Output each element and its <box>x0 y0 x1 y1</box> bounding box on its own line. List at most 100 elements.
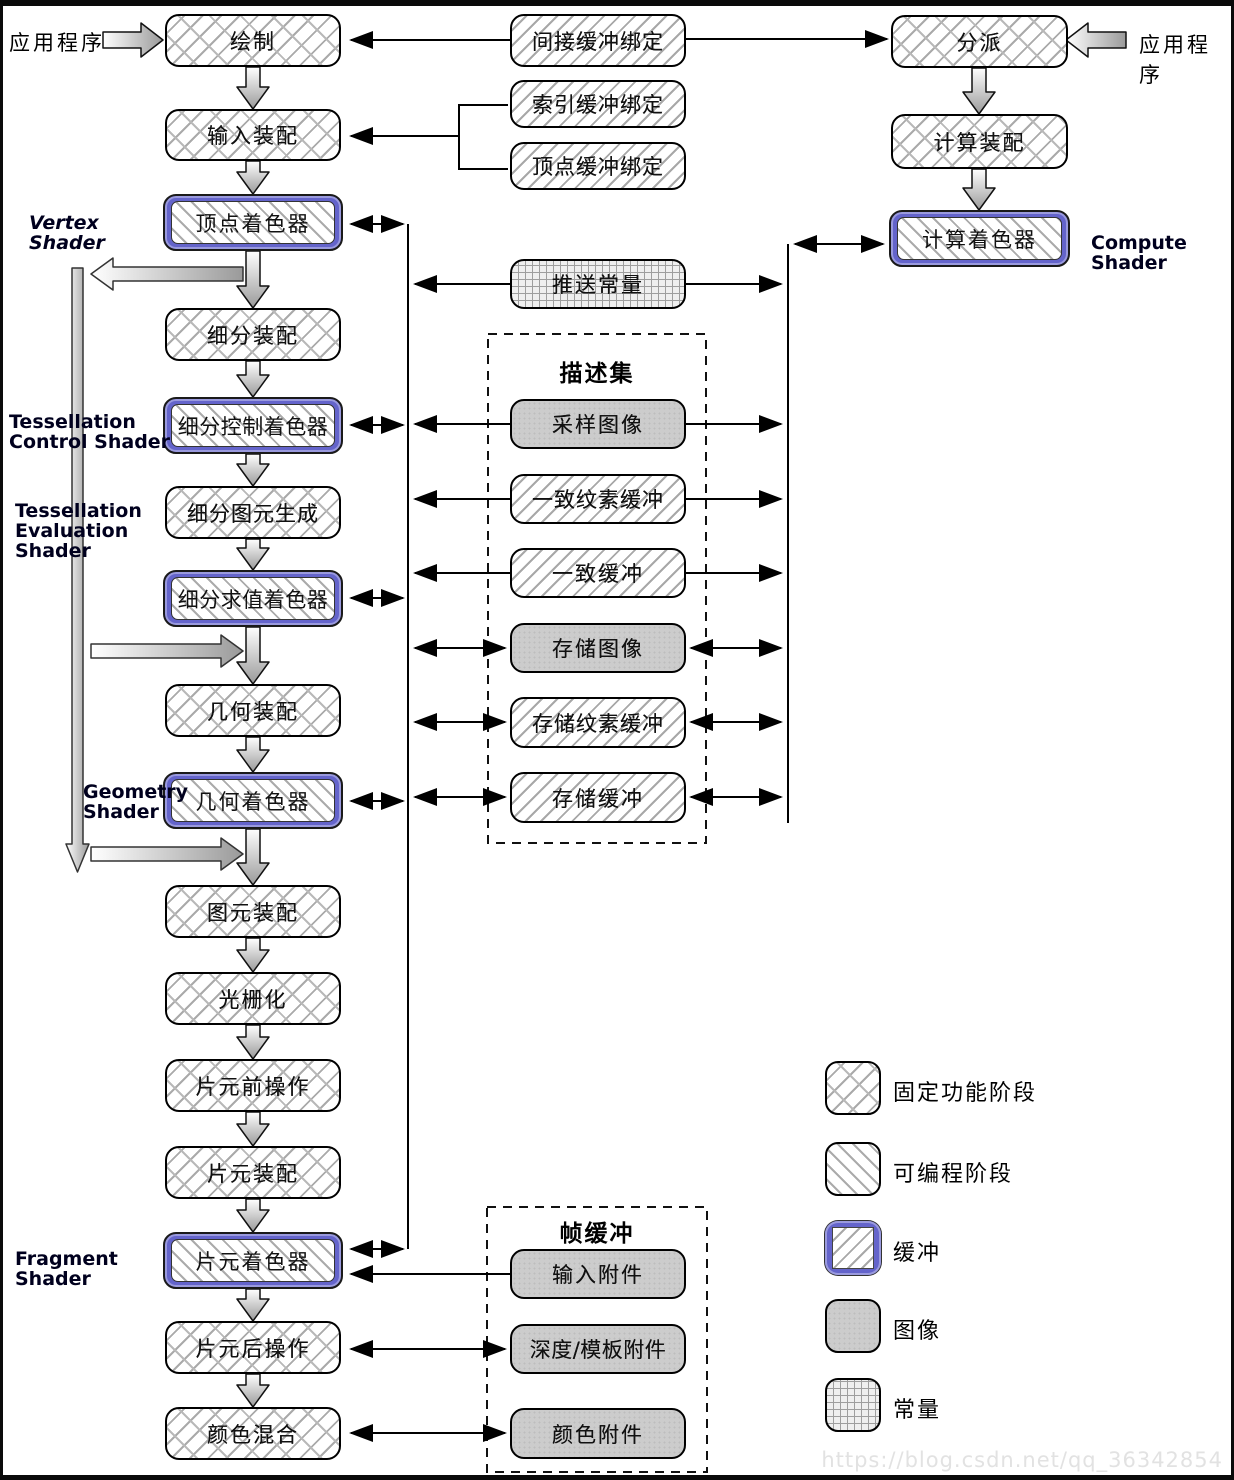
application-label-right: 应用程序 <box>1139 33 1211 87</box>
stage-fragment-assembly: 片元装配 <box>165 1146 341 1199</box>
legend-swatch-buffer <box>825 1221 881 1275</box>
input-attachment-box: 输入附件 <box>510 1249 686 1299</box>
stage-compute-shader-fill: 计算着色器 <box>897 217 1062 260</box>
stage-tessellation-control-fill: 细分控制着色器 <box>171 404 335 447</box>
legend-swatch-programmable <box>825 1142 881 1196</box>
stage-tessellation-assembly: 细分装配 <box>165 308 341 361</box>
stage-geometry-shader-label: 几何着色器 <box>195 789 311 814</box>
vertex-buffer-binding-label: 顶点缓冲绑定 <box>532 155 664 179</box>
stage-vertex-shader: 顶点着色器 <box>163 194 343 251</box>
flow-geomasm-geom <box>236 736 270 773</box>
stage-tessellation-control-label: 细分控制着色器 <box>177 414 329 439</box>
stage-fragment-shader-label: 片元着色器 <box>195 1249 311 1274</box>
push-constants-box: 推送常量 <box>510 259 686 309</box>
flow-primasm-raster <box>236 937 270 973</box>
stage-post-fragment-ops: 片元后操作 <box>165 1321 341 1374</box>
app-arrow-left <box>102 22 164 58</box>
annotation-compute-shader: Compute Shader <box>1091 232 1187 274</box>
bypass-return-arrow-geom <box>90 837 244 871</box>
stage-rasterization: 光栅化 <box>165 972 341 1025</box>
legend-label-constant: 常量 <box>893 1398 942 1423</box>
flow-tesseval-geomasm <box>236 626 270 685</box>
flow-prefrag-fragasm <box>236 1111 270 1147</box>
stage-compute-shader: 计算着色器 <box>889 210 1070 267</box>
application-label-left: 应用程序 <box>9 31 105 55</box>
flow-input-vertex <box>236 160 270 195</box>
storage-texel-buffer-box: 存储纹素缓冲 <box>510 697 686 748</box>
stage-tessellation-evaluation-fill: 细分求值着色器 <box>171 577 335 620</box>
legend-swatch-buffer-fill <box>832 1227 874 1269</box>
annotation-tessellation-control-shader: Tessellation Control Shader <box>9 411 171 453</box>
uniform-buffer-label: 一致缓冲 <box>552 562 644 586</box>
stage-tessellation-evaluation-label: 细分求值着色器 <box>177 587 329 612</box>
annotation-fragment-shader: Fragment Shader <box>15 1248 118 1290</box>
storage-texel-buffer-label: 存储纹素缓冲 <box>532 711 664 736</box>
watermark-text: https://blog.csdn.net/qq_36342854 <box>821 1448 1223 1472</box>
stage-vertex-shader-label: 顶点着色器 <box>195 211 311 236</box>
stage-primitive-assembly-label: 图元装配 <box>207 900 299 925</box>
stage-tessellation-primitive-gen-label: 细分图元生成 <box>187 501 319 526</box>
annotation-geometry-shader: Geometry Shader <box>83 781 189 823</box>
bypass-out-arrow <box>90 257 244 291</box>
index-buffer-binding: 索引缓冲绑定 <box>510 80 686 128</box>
indirect-buffer-binding: 间接缓冲绑定 <box>510 14 686 67</box>
flow-geom-primasm <box>236 828 270 886</box>
connector-layer <box>65 22 1127 1473</box>
stage-fragment-shader-fill: 片元着色器 <box>171 1239 335 1282</box>
stage-input-assembly: 输入装配 <box>165 109 341 161</box>
flow-tessasm-tessctrl <box>236 360 270 398</box>
stage-tessellation-control-shader: 细分控制着色器 <box>163 397 343 454</box>
uniform-texel-buffer-label: 一致纹素缓冲 <box>532 488 664 512</box>
flow-fragasm-fragshader <box>236 1198 270 1233</box>
descriptor-set-title: 描述集 <box>559 361 635 387</box>
legend-label-image: 图像 <box>893 1319 942 1344</box>
stage-geometry-assembly-label: 几何装配 <box>207 699 299 724</box>
stage-pre-fragment-ops: 片元前操作 <box>165 1059 341 1112</box>
stage-vertex-shader-fill: 顶点着色器 <box>171 201 335 244</box>
uniform-texel-buffer-box: 一致纹素缓冲 <box>510 474 686 524</box>
input-attachment-label: 输入附件 <box>552 1263 644 1287</box>
legend-swatch-constant <box>825 1378 881 1432</box>
flow-postfrag-blend <box>236 1373 270 1408</box>
app-arrow-right <box>1065 22 1127 58</box>
annotation-tessellation-evaluation-shader: Tessellation Evaluation Shader <box>15 500 142 562</box>
flow-fragshader-postfrag <box>236 1288 270 1322</box>
stage-fragment-assembly-label: 片元装配 <box>207 1161 299 1186</box>
stage-tessellation-evaluation-shader: 细分求值着色器 <box>163 570 343 627</box>
stage-primitive-assembly: 图元装配 <box>165 885 341 938</box>
bypass-return-arrow-tess <box>90 634 244 668</box>
stage-tessellation-assembly-label: 细分装配 <box>207 323 299 348</box>
depth-stencil-attachment-label: 深度/模板附件 <box>529 1338 667 1362</box>
flow-raster-prefrag <box>236 1024 270 1060</box>
storage-buffer-label: 存储缓冲 <box>552 786 644 811</box>
legend-swatch-fixed-function <box>825 1061 881 1115</box>
stage-color-blend-label: 颜色混合 <box>207 1422 299 1447</box>
framebuffer-group-border <box>486 1206 708 1473</box>
legend-swatch-image <box>825 1299 881 1353</box>
flow-draw-input <box>236 66 270 110</box>
stage-fragment-shader: 片元着色器 <box>163 1232 343 1289</box>
storage-image-box: 存储图像 <box>510 623 686 673</box>
stage-geometry-shader: 几何着色器 <box>163 772 343 829</box>
depth-stencil-attachment-box: 深度/模板附件 <box>510 1324 686 1374</box>
legend-label-buffer: 缓冲 <box>893 1241 942 1266</box>
legend-label-fixed-function: 固定功能阶段 <box>893 1081 1038 1106</box>
sampled-image-box: 采样图像 <box>510 399 686 449</box>
flow-tessctrl-tessgen <box>236 453 270 487</box>
index-buffer-binding-label: 索引缓冲绑定 <box>532 93 664 117</box>
stage-pre-fragment-ops-label: 片元前操作 <box>195 1074 311 1099</box>
descriptor-set-group-border <box>487 333 707 844</box>
flow-dispatch-computeasm <box>962 67 996 115</box>
stage-geometry-shader-fill: 几何着色器 <box>171 779 335 822</box>
flow-vertex-tessasm <box>236 250 270 309</box>
stage-rasterization-label: 光栅化 <box>218 987 288 1012</box>
indirect-buffer-binding-label: 间接缓冲绑定 <box>532 29 664 54</box>
sampled-image-label: 采样图像 <box>552 413 644 437</box>
legend-label-programmable: 可编程阶段 <box>893 1162 1014 1187</box>
flow-computeasm-computeshader <box>962 168 996 211</box>
color-attachment-box: 颜色附件 <box>510 1408 686 1459</box>
stage-draw-label: 绘制 <box>230 29 276 54</box>
framebuffer-title: 帧缓冲 <box>559 1221 635 1247</box>
stage-post-fragment-ops-label: 片元后操作 <box>195 1336 311 1361</box>
